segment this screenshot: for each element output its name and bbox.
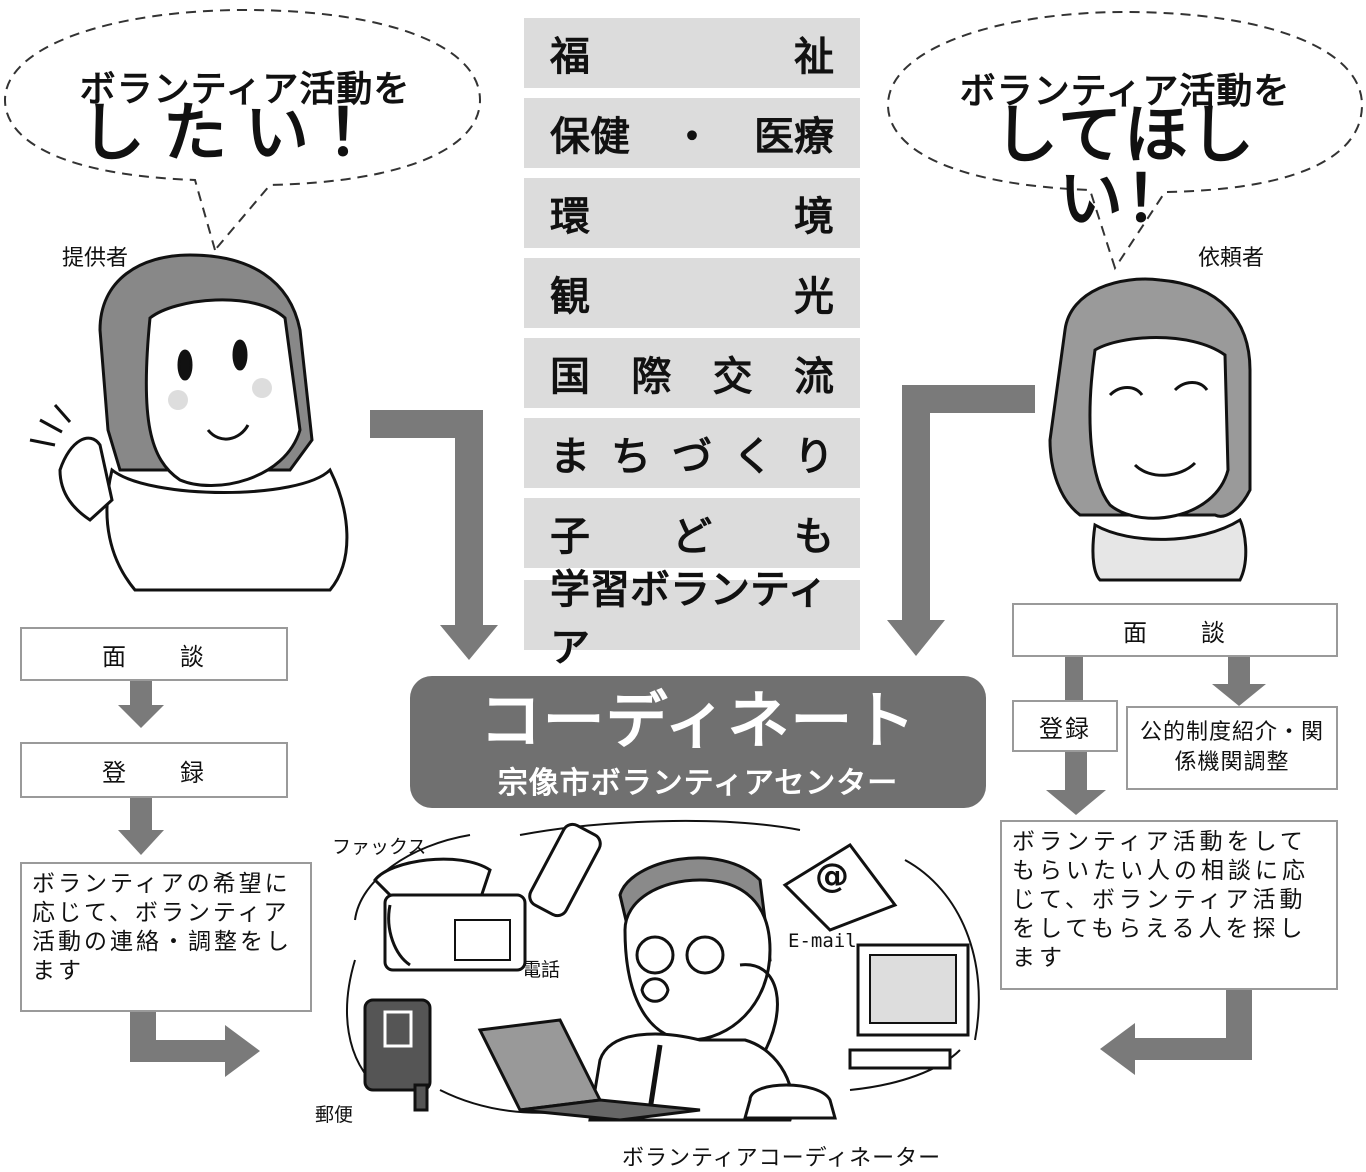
provider-label: 提供者 xyxy=(62,246,129,271)
category-learning-volunteer: 学習ボランティア xyxy=(524,567,860,671)
left-register-box: 登 録 xyxy=(20,742,288,798)
right-bubble-line1: ボランティア活動を xyxy=(959,71,1291,112)
left-interview-box: 面 談 xyxy=(20,627,288,681)
right-flow-arrow xyxy=(887,385,1035,656)
left-bubble-line2: したい！ xyxy=(81,97,409,171)
coordinate-panel: コーディネート 宗像市ボランティアセンター xyxy=(410,676,986,808)
right-speech-bubble xyxy=(886,10,1364,271)
right-register-box: 登録 xyxy=(1012,700,1118,752)
category-international-exchange: 国際交流 xyxy=(524,338,860,408)
left-description-box: ボランティアの希望に応じて、ボランティア活動の連絡・調整をします xyxy=(20,862,312,1012)
phone-label: 電話 xyxy=(522,959,561,981)
right-description-box: ボランティア活動をしてもらいたい人の相談に応じて、ボランティア活動をしてもらえる… xyxy=(1000,820,1338,990)
right-bubble-line2: してほしい！ xyxy=(993,99,1257,237)
left-down-arrows xyxy=(118,681,164,855)
category-children: 子ども xyxy=(524,498,860,568)
category-environment: 環境 xyxy=(524,178,860,248)
email-label: E-mail xyxy=(788,930,857,952)
left-speech-bubble xyxy=(3,8,482,253)
coordinate-title: コーディネート xyxy=(479,684,917,757)
at-sign-icon: @ xyxy=(815,856,849,896)
category-tourism: 観光 xyxy=(524,258,860,328)
left-return-arrow xyxy=(130,1012,260,1077)
mail-label: 郵便 xyxy=(315,1104,354,1126)
category-town-development: まちづくり xyxy=(524,418,860,488)
fax-label: ファックス xyxy=(332,836,427,858)
left-bubble-line1: ボランティア活動を xyxy=(79,69,411,110)
right-down-arrows xyxy=(1046,656,1266,815)
provider-woman-illustration xyxy=(29,253,349,592)
coordinate-subtitle: 宗像市ボランティアセンター xyxy=(497,766,899,801)
requester-elderly-woman-illustration xyxy=(1048,277,1252,582)
requester-label: 依頼者 xyxy=(1198,246,1265,271)
right-interview-box: 面 談 xyxy=(1012,603,1338,657)
right-return-arrow xyxy=(1100,990,1252,1075)
coordinator-illustration xyxy=(346,819,980,1122)
right-public-intro-box: 公的制度紹介・関係機関調整 xyxy=(1126,706,1338,790)
category-health-medical: 保健・医療 xyxy=(524,98,860,168)
category-welfare: 福祉 xyxy=(524,18,860,88)
left-flow-arrow xyxy=(370,410,498,660)
coordinator-label: ボランティアコーディネーター xyxy=(622,1146,942,1171)
